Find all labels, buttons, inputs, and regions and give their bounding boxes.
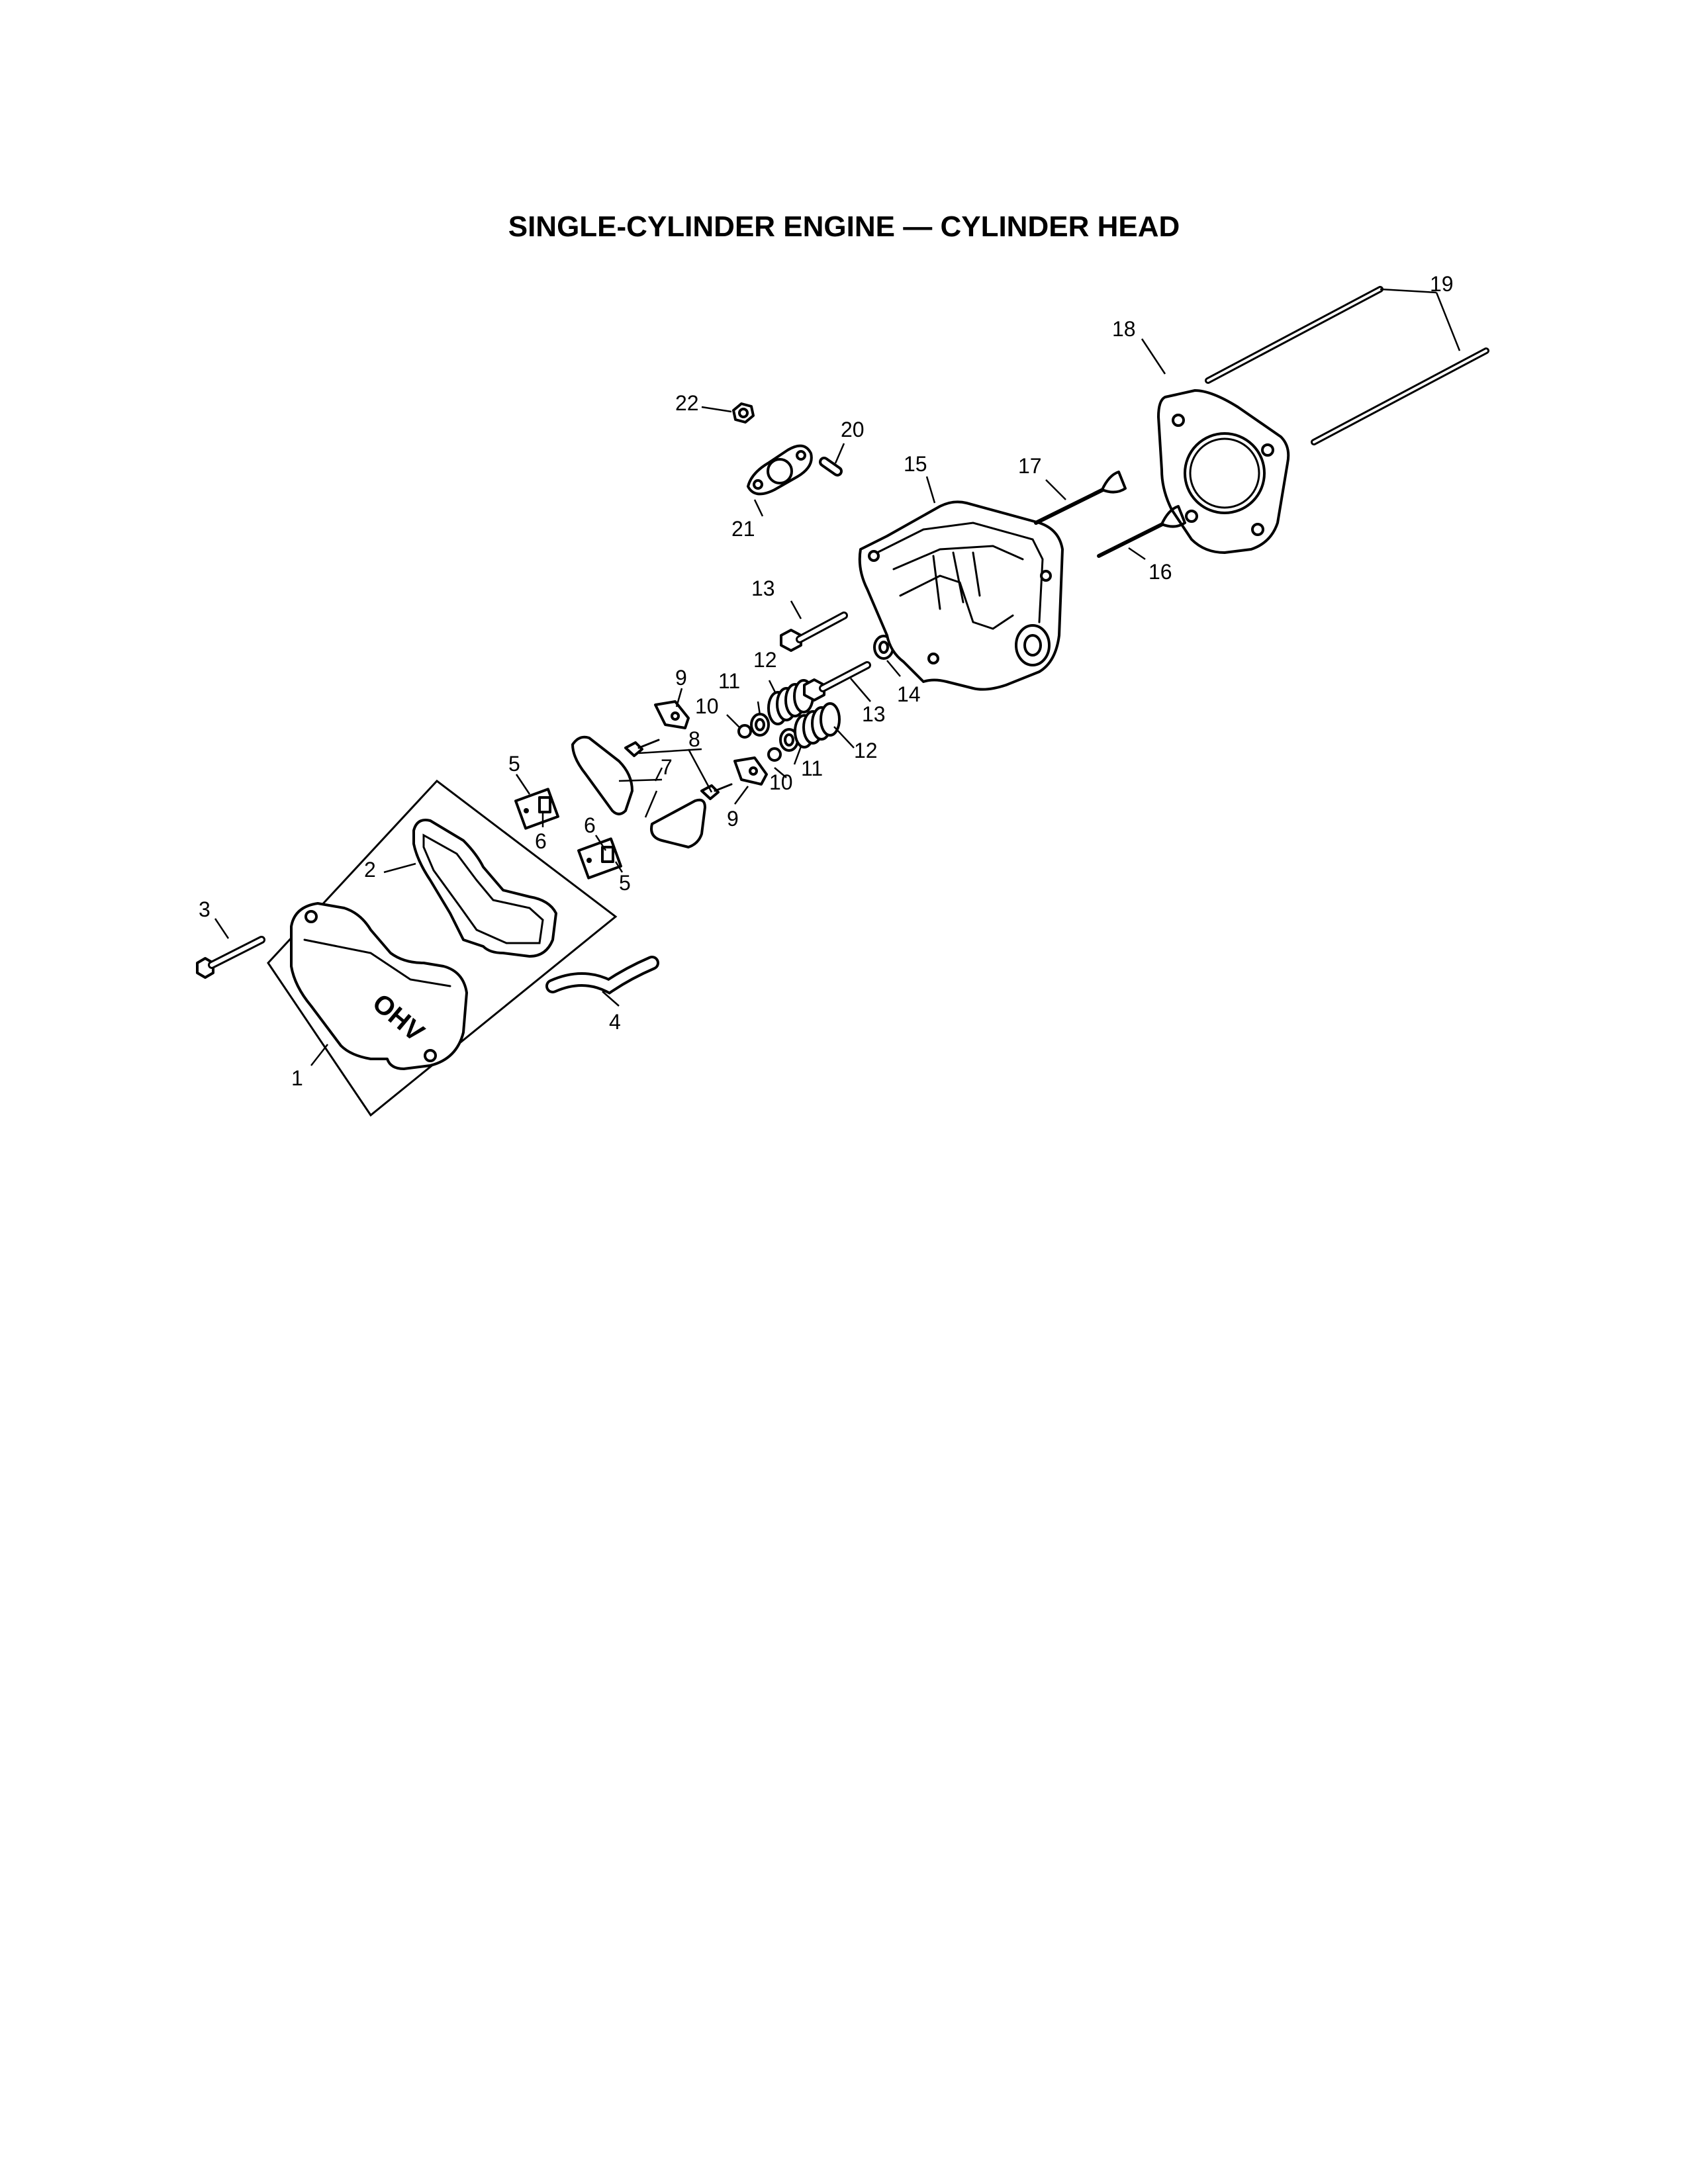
spring-retainer-upper[interactable] — [750, 713, 770, 737]
callout-15: 15 — [904, 452, 927, 476]
callout-18: 18 — [1112, 317, 1136, 341]
kit-boundary — [267, 779, 618, 1117]
callout-5-upper: 5 — [508, 752, 520, 776]
exhaust-stud[interactable] — [819, 457, 843, 477]
callout-8: 8 — [688, 727, 700, 751]
callout-22: 22 — [675, 391, 699, 415]
callout-21: 21 — [731, 517, 755, 541]
valve-cover-bolt[interactable] — [196, 936, 265, 979]
valve-spring-lower[interactable] — [794, 702, 841, 749]
valve-cover-gasket[interactable] — [412, 819, 557, 958]
head-bolt-lower[interactable] — [803, 661, 871, 702]
rocker-arm-lower[interactable] — [650, 798, 706, 848]
callout-20: 20 — [841, 418, 865, 441]
exhaust-valve[interactable] — [1097, 505, 1186, 558]
callout-10-lower: 10 — [769, 770, 793, 794]
valve-collet-lower[interactable] — [767, 747, 782, 762]
guide-plate-upper[interactable] — [654, 700, 690, 729]
callout-14: 14 — [897, 682, 921, 706]
callout-12-lower: 12 — [854, 739, 878, 762]
breather-tube[interactable] — [545, 956, 659, 995]
valve-cover[interactable]: OHV — [290, 902, 468, 1070]
callout-13-lower: 13 — [862, 702, 886, 726]
push-rod-lower[interactable] — [1311, 347, 1489, 445]
push-rod-upper[interactable] — [1205, 286, 1383, 384]
rocker-stud-lower[interactable] — [700, 783, 733, 800]
exhaust-gasket[interactable] — [747, 444, 813, 496]
callout-11-upper: 11 — [718, 669, 740, 693]
intake-valve[interactable] — [1034, 471, 1127, 525]
callout-5-lower: 5 — [619, 871, 631, 895]
head-bolt-upper[interactable] — [780, 612, 848, 652]
leader-lines — [214, 288, 1461, 1066]
page-title: SINGLE-CYLINDER ENGINE — CYLINDER HEAD — [508, 210, 1180, 243]
callout-11-lower: 11 — [801, 756, 823, 780]
callout-2: 2 — [364, 858, 376, 882]
rocker-arm-upper[interactable] — [571, 735, 633, 815]
callout-10-upper: 10 — [695, 694, 719, 718]
callout-13-upper: 13 — [751, 576, 775, 600]
callout-6-lower: 6 — [584, 813, 596, 837]
valve-collet-upper[interactable] — [737, 724, 752, 739]
callout-17: 17 — [1018, 454, 1042, 478]
callout-7: 7 — [661, 755, 673, 779]
callout-9-upper: 9 — [675, 666, 687, 690]
callout-9-lower: 9 — [727, 807, 739, 831]
guide-plate-lower[interactable] — [733, 756, 768, 786]
rocker-stud-upper[interactable] — [624, 739, 660, 757]
callout-16: 16 — [1149, 560, 1172, 584]
valve-spring-upper[interactable] — [767, 679, 814, 725]
head-gasket[interactable] — [1157, 389, 1290, 554]
callout-12-upper: 12 — [753, 648, 777, 672]
rocker-plate-upper[interactable] — [514, 788, 559, 830]
rocker-plate-lower[interactable] — [577, 837, 622, 880]
callout-1: 1 — [291, 1066, 303, 1090]
callout-3: 3 — [199, 897, 211, 921]
callout-6-upper: 6 — [535, 829, 547, 853]
callout-labels: 1 2 3 4 5 6 6 5 7 8 9 9 10 10 11 11 12 1… — [199, 272, 1454, 1090]
callout-4: 4 — [609, 1010, 621, 1034]
exhaust-nut[interactable] — [732, 402, 755, 424]
callout-19: 19 — [1430, 272, 1454, 296]
cylinder-head[interactable] — [858, 500, 1064, 691]
